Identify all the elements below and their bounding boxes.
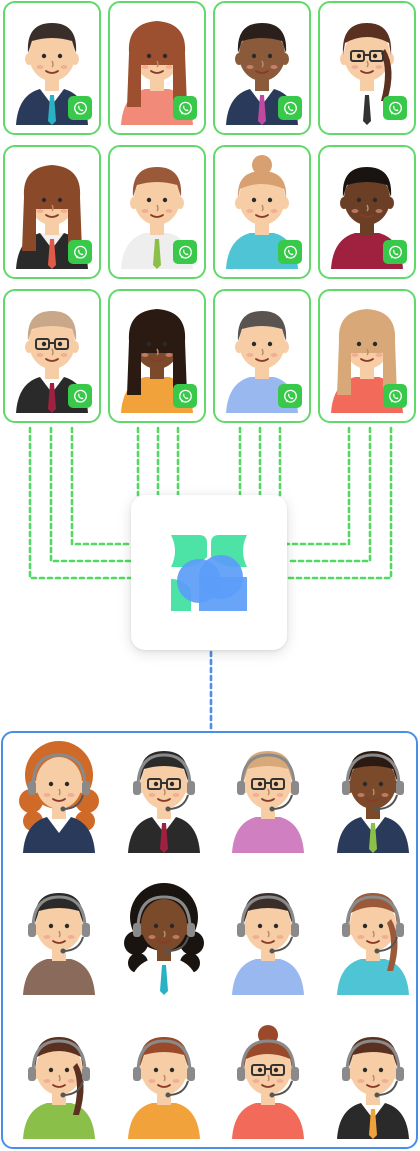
whatsapp-badge: [383, 96, 407, 120]
contact-card[interactable]: [318, 289, 416, 423]
whatsapp-icon: [73, 389, 87, 403]
whatsapp-badge: [278, 96, 302, 120]
agent-avatar: [218, 879, 318, 999]
agent-headset-person: [337, 1037, 409, 1139]
whatsapp-badge: [68, 96, 92, 120]
agents-panel: [1, 731, 418, 1149]
whatsapp-icon: [178, 101, 192, 115]
agent-avatar: [9, 879, 109, 999]
agent-avatar: [114, 1023, 214, 1143]
agent-avatar: [218, 1023, 318, 1143]
contact-card[interactable]: [3, 1, 101, 135]
connector-line: [70, 426, 133, 546]
connector-line: [49, 426, 133, 563]
whatsapp-badge: [278, 384, 302, 408]
contact-card[interactable]: [108, 1, 206, 135]
connector-line: [28, 426, 133, 580]
whatsapp-icon: [388, 245, 402, 259]
agent-headset-person: [128, 1037, 200, 1139]
whatsapp-icon: [178, 389, 192, 403]
whatsapp-icon: [283, 389, 297, 403]
contact-card[interactable]: [213, 145, 311, 279]
whatsapp-badge: [68, 384, 92, 408]
whatsapp-badge: [173, 240, 197, 264]
contact-card[interactable]: [3, 289, 101, 423]
agent-avatar: [323, 879, 416, 999]
whatsapp-badge: [68, 240, 92, 264]
agent-avatar: [114, 737, 214, 857]
agent-avatar: [323, 1023, 416, 1143]
agent-headset-person: [128, 751, 200, 853]
contact-card[interactable]: [108, 145, 206, 279]
agent-avatar: [9, 737, 109, 857]
connector-line: [285, 426, 372, 563]
contact-card[interactable]: [108, 289, 206, 423]
connector-lines: [28, 426, 393, 731]
whatsapp-icon: [178, 245, 192, 259]
contact-card[interactable]: [213, 1, 311, 135]
agent-avatar: [218, 737, 318, 857]
whatsapp-badge: [383, 240, 407, 264]
agent-avatar: [323, 737, 416, 857]
contact-avatar: [226, 155, 298, 269]
contact-card[interactable]: [3, 145, 101, 279]
agent-headset-person: [232, 751, 304, 853]
whatsapp-badge: [383, 384, 407, 408]
agent-headset-person: [124, 883, 204, 995]
whatsapp-badge: [173, 384, 197, 408]
whatsapp-icon: [388, 101, 402, 115]
agent-headset-person: [19, 741, 99, 853]
agent-headset-person: [232, 1025, 304, 1139]
agent-headset-person: [337, 751, 409, 853]
whatsapp-icon: [73, 101, 87, 115]
agent-avatar: [114, 879, 214, 999]
whatsapp-badge: [173, 96, 197, 120]
agent-avatar: [9, 1023, 109, 1143]
contact-card[interactable]: [318, 145, 416, 279]
contact-card[interactable]: [213, 289, 311, 423]
connector-line: [285, 426, 393, 580]
contact-card[interactable]: [318, 1, 416, 135]
hub-card[interactable]: [131, 495, 287, 650]
whatsapp-icon: [388, 389, 402, 403]
agent-headset-person: [337, 893, 409, 995]
whatsapp-icon: [283, 101, 297, 115]
agent-headset-person: [23, 893, 95, 995]
agent-headset-person: [232, 893, 304, 995]
whatsapp-badge: [278, 240, 302, 264]
agent-headset-person: [23, 1037, 95, 1139]
whatsapp-icon: [283, 245, 297, 259]
whatsapp-icon: [73, 245, 87, 259]
hub-logo-icon: [171, 534, 247, 611]
connector-line: [285, 426, 351, 546]
